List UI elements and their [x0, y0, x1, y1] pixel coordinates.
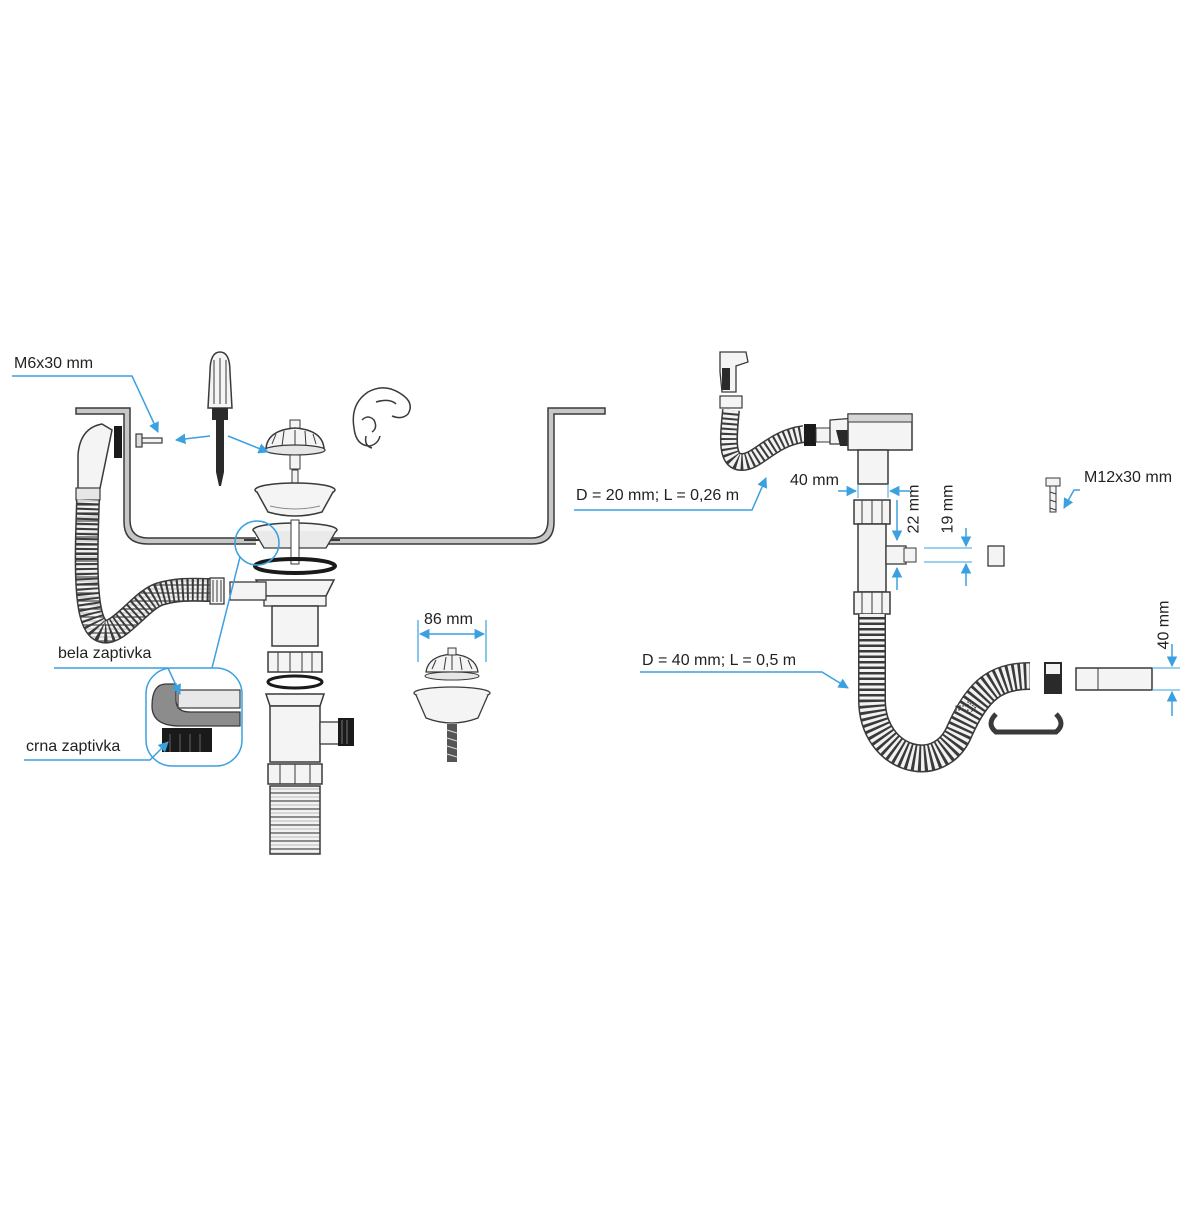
drain-hose-icon [269, 785, 321, 855]
drain-body-icon [229, 579, 336, 647]
screwdriver-icon [207, 351, 233, 486]
sink-flange-icon [252, 519, 338, 565]
screw-icon [135, 433, 163, 448]
arrow-icon [955, 701, 977, 715]
label-screw-right: M12x30 mm [1084, 469, 1173, 486]
screw-right-icon [1045, 477, 1061, 513]
label-inlet-19: 19 mm [939, 484, 957, 534]
sink-basin [75, 407, 606, 547]
pipe-nut-icon [267, 651, 323, 673]
overflow-assembly [74, 423, 225, 644]
black-gasket-icon [162, 728, 212, 752]
label-screw-left: M6x30 mm [14, 355, 94, 372]
right-assembly [719, 351, 1180, 773]
white-gasket-icon [177, 689, 241, 709]
clip-icon [988, 712, 1064, 735]
o-ring-icon [266, 674, 324, 690]
gasket-detail [145, 520, 280, 767]
basket-icon [254, 469, 336, 517]
label-black-gasket: crna zaptivka [26, 738, 121, 755]
label-main-hose: D = 40 mm; L = 0,5 m [642, 652, 797, 669]
lower-gasket-icon [253, 557, 337, 575]
label-pipe-40: 40 mm [1155, 600, 1173, 650]
hand-icon [352, 387, 411, 449]
label-strainer-diameter: 86 mm [424, 611, 473, 628]
label-white-gasket: bela zaptivka [58, 645, 152, 662]
cap-icon [987, 545, 1005, 567]
strainer-stack [229, 419, 354, 855]
assembled-strainer [413, 620, 491, 762]
tee-fitting-icon [264, 693, 354, 763]
label-inlet-22: 22 mm [905, 484, 923, 534]
strainer-icon [264, 419, 326, 470]
callout-lines [12, 375, 1080, 761]
label-small-hose: D = 20 mm; L = 0,26 m [576, 487, 740, 504]
label-outlet-width: 40 mm [790, 472, 839, 489]
overflow-gasket-icon [114, 426, 122, 458]
